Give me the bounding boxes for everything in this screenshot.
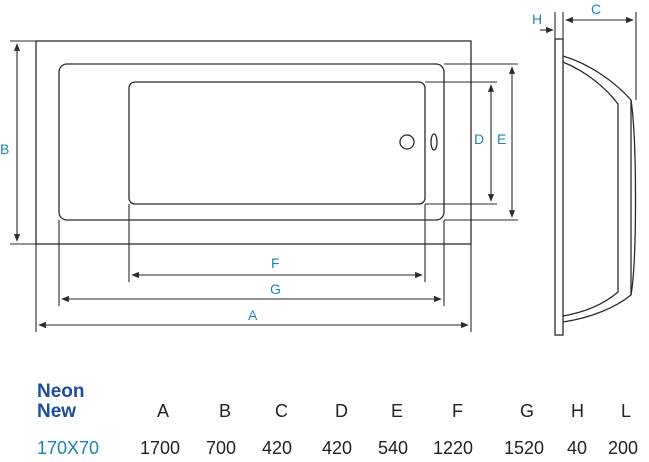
- header-l: L: [621, 401, 632, 421]
- dimension-e: E: [444, 63, 518, 221]
- tub-outer-rim: [35, 40, 472, 245]
- top-view: B D E F G: [0, 40, 518, 332]
- value-a: 1700: [140, 438, 181, 458]
- header-d: D: [335, 401, 348, 421]
- tub-flange: [554, 38, 564, 336]
- value-f: 1220: [433, 438, 474, 458]
- label-h: H: [532, 11, 542, 27]
- label-b: B: [0, 141, 9, 157]
- label-f: F: [271, 255, 280, 271]
- dimension-d: D: [425, 81, 497, 205]
- header-e: E: [391, 401, 404, 421]
- spec-table: Neon New A B C D E F G H L 170X70 1700 7…: [0, 376, 649, 462]
- dimension-b: B: [0, 40, 36, 245]
- value-e: 540: [378, 438, 409, 458]
- dimension-c: C: [565, 1, 637, 100]
- drain-icon: [399, 134, 415, 150]
- label-g: G: [270, 281, 281, 297]
- value-g: 1520: [504, 438, 545, 458]
- header-a: A: [157, 401, 170, 421]
- label-a: A: [248, 307, 258, 323]
- dimension-h: H: [532, 11, 564, 39]
- tub-inner-profile: [562, 61, 619, 317]
- value-h: 40: [567, 438, 588, 458]
- header-h: H: [571, 401, 584, 421]
- side-view: H C: [532, 1, 637, 336]
- model-code: 170X70: [37, 438, 100, 458]
- header-g: G: [520, 401, 535, 421]
- header-b: B: [219, 401, 232, 421]
- value-l: 200: [608, 438, 639, 458]
- dimension-g: G: [58, 220, 445, 306]
- tub-inner-rim: [58, 63, 445, 221]
- tub-profile: [562, 55, 637, 323]
- bathtub-diagram: B D E F G: [0, 1, 637, 336]
- label-c: C: [591, 1, 601, 17]
- value-b: 700: [206, 438, 237, 458]
- label-e: E: [497, 131, 506, 147]
- label-d: D: [474, 131, 484, 147]
- overflow-icon: [430, 133, 438, 151]
- header-c: C: [275, 401, 288, 421]
- model-name-line1: Neon: [37, 381, 85, 402]
- value-c: 420: [262, 438, 293, 458]
- tub-bottom: [128, 81, 426, 205]
- dimension-f: F: [128, 204, 426, 282]
- header-f: F: [452, 401, 463, 421]
- model-name-line2: New: [37, 401, 77, 422]
- dimension-a: A: [35, 244, 472, 332]
- value-d: 420: [322, 438, 353, 458]
